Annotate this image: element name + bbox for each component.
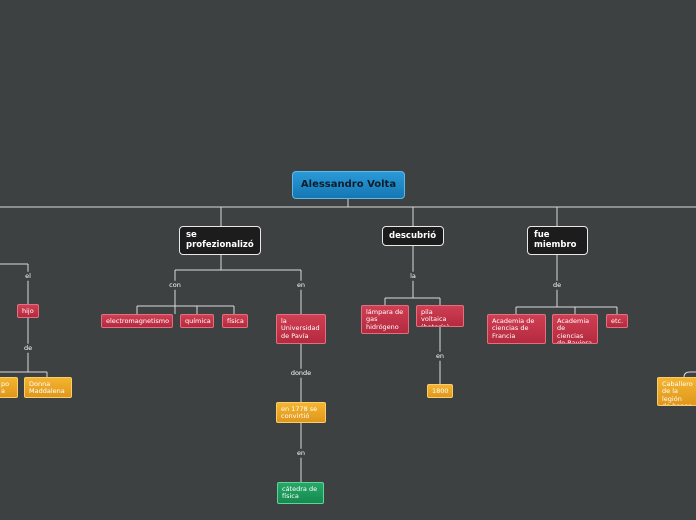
connector-label-en: en: [294, 280, 308, 290]
branch-descubrio[interactable]: descubrió: [382, 226, 444, 246]
branch-label: fue miembro: [534, 230, 577, 250]
connector-label-de: de: [21, 343, 35, 353]
topic-pila-voltaica[interactable]: pila voltaica (batería): [416, 305, 464, 327]
topic-partial-left[interactable]: po a: [0, 377, 18, 398]
topic-label: la Universidad de Pavía: [281, 317, 320, 340]
topic-hijo[interactable]: hijo: [17, 304, 39, 318]
branch-label: descubrió: [389, 230, 437, 241]
topic-catedra-fisica[interactable]: cátedra de física: [277, 482, 324, 504]
topic-1800[interactable]: 1800: [427, 384, 453, 398]
topic-label: cátedra de física: [282, 485, 318, 501]
central-topic-node[interactable]: Alessandro Volta: [292, 171, 405, 199]
topic-academia-francia[interactable]: Academia de ciencias de Francia: [487, 314, 546, 344]
topic-label: lámpara de gas hidrógeno: [366, 308, 404, 331]
topic-label: Caballero de la legión de honor: [662, 380, 693, 405]
topic-label: Academia de ciencias de Francia: [492, 317, 535, 340]
topic-donna-maddalena[interactable]: Donna Maddalena: [24, 377, 72, 398]
topic-label: hijo: [22, 307, 34, 315]
connector-label-donde: donde: [288, 368, 314, 378]
connector-label-el: el: [23, 271, 33, 281]
topic-label: química: [185, 317, 211, 325]
connector-label-de: de: [550, 280, 564, 290]
topic-lampara-gas-hidrogeno[interactable]: lámpara de gas hidrógeno: [361, 305, 409, 334]
connector-label-en: en: [294, 448, 308, 458]
topic-label: pila voltaica (batería): [421, 308, 450, 327]
topic-fisica[interactable]: física: [222, 314, 248, 328]
connector-label-en: en: [433, 351, 447, 361]
topic-quimica[interactable]: química: [180, 314, 214, 328]
topic-label: en 1778 se convirtió: [281, 405, 318, 421]
topic-universidad-pavia[interactable]: la Universidad de Pavía: [276, 314, 326, 344]
topic-label: electromagnetismo: [106, 317, 170, 325]
topic-etc[interactable]: etc.: [606, 314, 628, 328]
topic-label: física: [227, 317, 244, 325]
branch-label: se profezionalizó: [186, 230, 254, 250]
topic-academia-baviera[interactable]: Academia de ciencias de Baviera: [552, 314, 598, 344]
topic-caballero-legion-honor[interactable]: Caballero de la legión de honor: [657, 377, 696, 406]
topic-label: Donna Maddalena: [29, 380, 65, 396]
topic-label: etc.: [611, 317, 624, 325]
topic-label: Academia de ciencias de Baviera: [557, 317, 592, 344]
branch-fue-miembro[interactable]: fue miembro: [527, 226, 588, 255]
topic-1778-convirtio[interactable]: en 1778 se convirtió: [276, 402, 326, 423]
connector-label-con: con: [167, 280, 183, 290]
central-topic-title: Alessandro Volta: [300, 179, 397, 191]
topic-electromagnetismo[interactable]: electromagnetismo: [101, 314, 173, 328]
topic-label: 1800: [432, 387, 449, 395]
connector-label-la: la: [408, 271, 418, 281]
topic-label: po a: [1, 380, 10, 396]
branch-se-profezionalizo[interactable]: se profezionalizó: [179, 226, 261, 255]
